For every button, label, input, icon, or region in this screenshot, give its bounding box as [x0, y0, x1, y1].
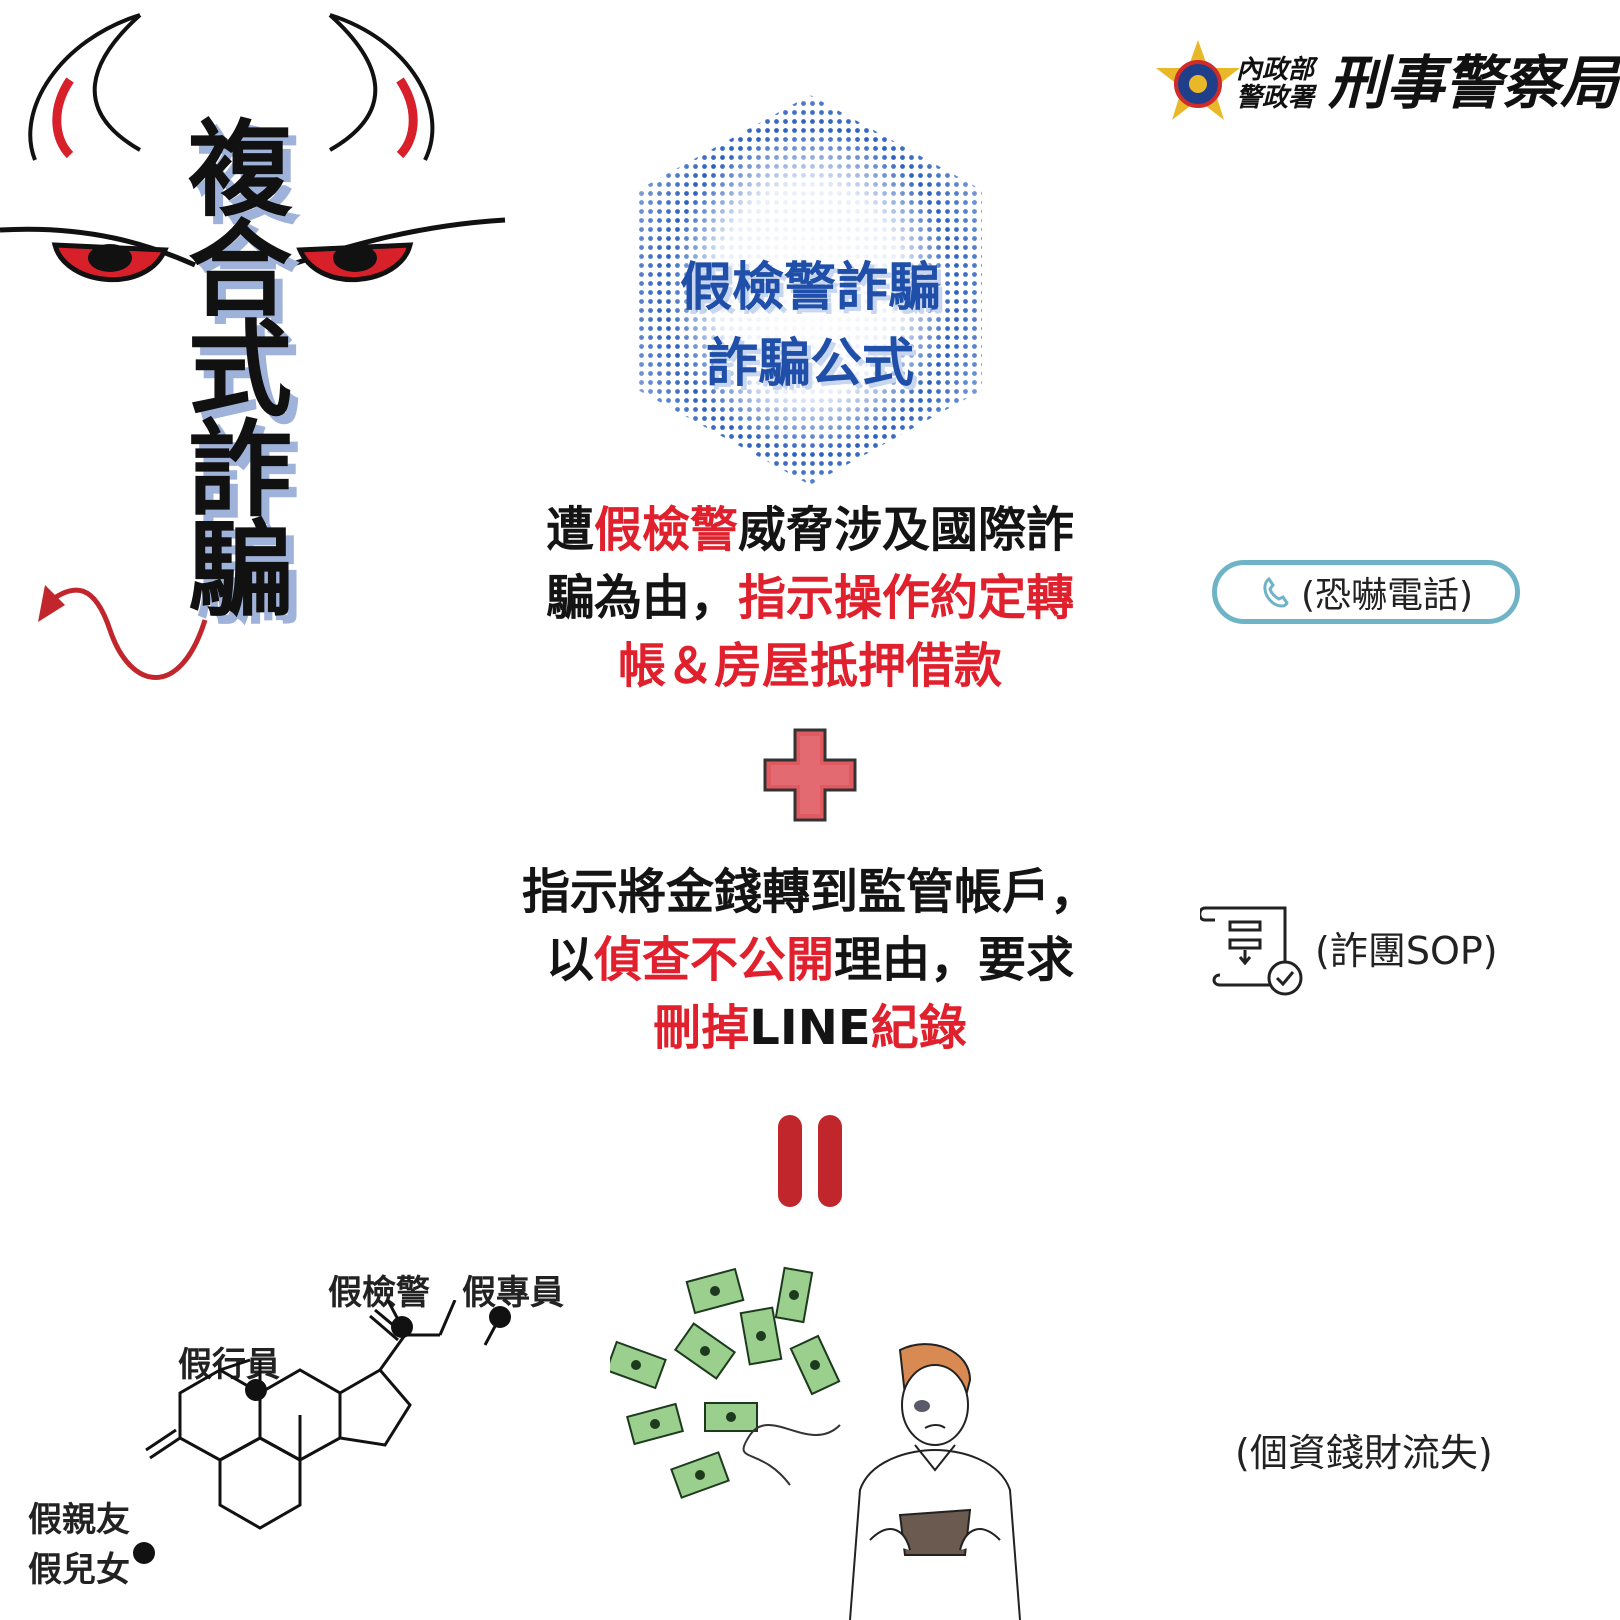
scam-step-1: 遭假檢警威脅涉及國際詐 騙為由，指示操作約定轉 帳＆房屋抵押借款 — [520, 496, 1100, 700]
devil-icon — [0, 13, 506, 680]
hex-title: 假檢警詐騙 詐騙公式 — [640, 250, 980, 402]
formula-label-fake-friends: 假親友 — [28, 1500, 130, 1540]
highlight-text: 偵查不公開 — [593, 932, 834, 988]
scam-step-2: 指示將金錢轉到監管帳戶， 以偵查不公開理由，要求 刪掉LINE紀錄 — [500, 858, 1120, 1062]
loss-label: (個資錢財流失) — [1235, 1431, 1493, 1475]
formula-label-fake-agent: 假專員 — [462, 1273, 564, 1313]
formula-label-fake-police: 假檢警 — [328, 1273, 430, 1313]
equals-icon — [778, 1115, 842, 1207]
text: 威脅涉及國際詐 — [738, 502, 1075, 558]
logo-big: 刑事警察局 — [1328, 49, 1619, 117]
side-title-char: 合 — [187, 209, 292, 331]
highlight-text: 刪掉 — [653, 1000, 750, 1056]
text: 騙為由， — [545, 570, 738, 626]
text: 指示將金錢轉到監管帳戶， — [521, 864, 1098, 920]
sop-label: (詐團SOP) — [1315, 929, 1498, 973]
text: 理由，要求 — [834, 932, 1075, 988]
side-title-char: 複 — [187, 109, 292, 231]
phone-icon — [1263, 576, 1289, 608]
logo-small-top: 內政部 — [1236, 55, 1315, 85]
plus-icon — [763, 728, 857, 822]
text: 遭 — [545, 502, 594, 558]
text: 以 — [545, 932, 594, 988]
document-check-icon — [1200, 906, 1303, 996]
text: LINE — [749, 1000, 871, 1056]
hex-title-line1: 假檢警詐騙 — [679, 258, 940, 318]
molecule-nodes — [133, 1300, 511, 1564]
money-icon — [610, 1266, 841, 1499]
formula-label-fake-children: 假兒女 — [28, 1550, 130, 1590]
side-title-char: 騙 — [187, 509, 292, 631]
person-wallet-icon — [849, 1343, 1021, 1620]
highlight-text: 紀錄 — [870, 1000, 967, 1056]
hex-title-line2: 詐騙公式 — [705, 334, 914, 394]
police-badge-icon — [1156, 40, 1240, 120]
highlight-text: 假檢警 — [593, 502, 738, 558]
highlight-text: 指示操作約定轉 — [738, 570, 1075, 626]
phone-label: (恐嚇電話) — [1212, 560, 1520, 624]
formula-label-fake-teller: 假行員 — [178, 1345, 280, 1385]
highlight-text: 帳＆房屋抵押借款 — [617, 638, 1002, 694]
side-title-char: 式 — [187, 309, 292, 431]
side-title: 複 合 式 詐 騙 — [185, 109, 295, 631]
halftone-hexagon — [638, 95, 982, 485]
phone-label-text: (恐嚇電話) — [1300, 575, 1474, 616]
logo-small-bottom: 警政署 — [1236, 83, 1315, 113]
side-title-char: 詐 — [187, 409, 292, 531]
